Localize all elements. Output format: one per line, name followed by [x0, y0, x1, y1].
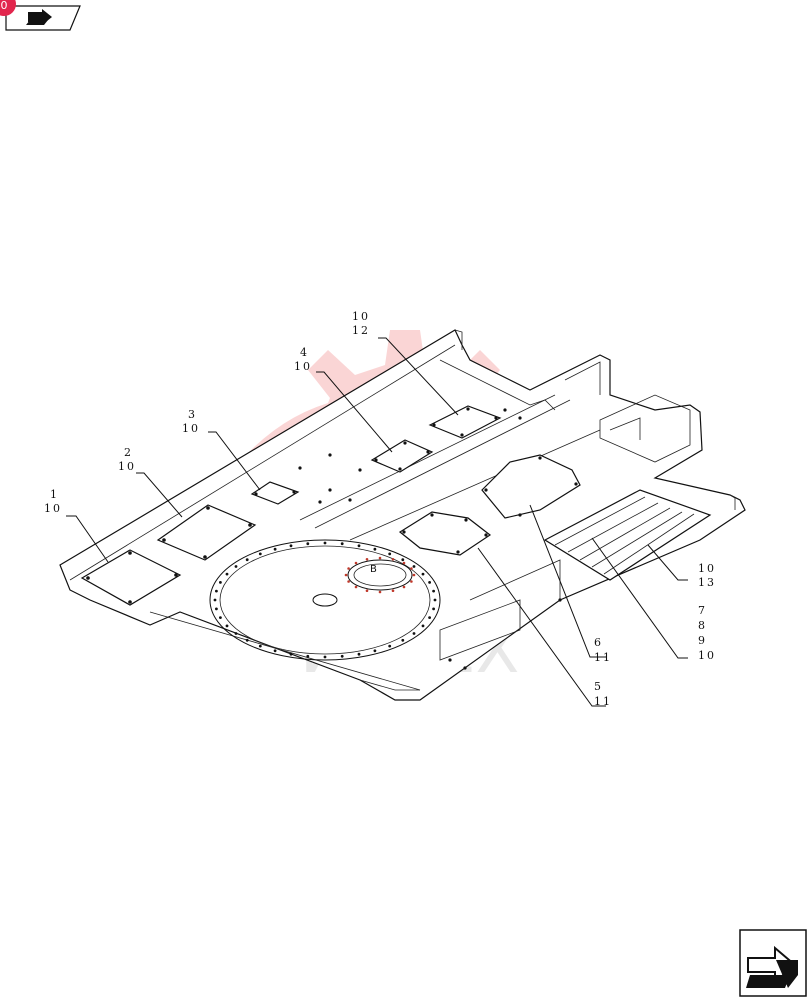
- ring-bolt: [219, 581, 222, 584]
- ring-bolt: [219, 616, 222, 619]
- ring-bolt: [225, 572, 229, 576]
- cover-plate-6: [481, 454, 581, 519]
- hatch-bolt: [410, 580, 413, 583]
- top-nav-tag[interactable]: [5, 5, 81, 31]
- hatch-bolt: [410, 567, 413, 570]
- hatch-label: B: [370, 564, 377, 575]
- arrow-next-page-icon: [746, 945, 798, 988]
- hatch-bolt: [347, 580, 350, 583]
- ring-bolt: [234, 565, 238, 568]
- hatch-bolt: [365, 589, 369, 592]
- ring-bolt: [373, 649, 377, 653]
- ring-bolt: [306, 542, 310, 546]
- cover-plate-4: [370, 439, 434, 473]
- ring-bolt: [357, 544, 361, 548]
- hatch-bolt: [354, 585, 358, 589]
- ring-bolt: [388, 644, 392, 648]
- hatch-bolt: [412, 573, 416, 577]
- hatch-bolt: [391, 558, 395, 561]
- ring-bolt: [421, 572, 425, 576]
- ring-bolt: [421, 624, 425, 628]
- ring-bolt: [245, 558, 249, 562]
- floor-plate-assembly: [59, 329, 746, 701]
- ring-bolt: [258, 644, 262, 648]
- ring-bolt: [273, 547, 277, 551]
- ring-bolt: [245, 638, 249, 642]
- hatch-bolt: [344, 573, 348, 577]
- cover-plate-2: [156, 504, 257, 561]
- cover-plate-5: [398, 511, 492, 556]
- arrow-right-icon: [26, 9, 52, 25]
- grating-panel: [543, 489, 712, 581]
- ring-bolt: [323, 655, 327, 659]
- hatch-bolt: [354, 561, 358, 565]
- next-page-button[interactable]: [739, 929, 807, 997]
- ring-bolt: [234, 632, 238, 635]
- cover-plate-1: [80, 549, 182, 606]
- ring-bolt: [213, 598, 217, 602]
- cover-plate-3: [250, 481, 300, 505]
- ring-bolt: [357, 652, 361, 656]
- hatch-bolt: [347, 567, 350, 570]
- hatch-bolt: [402, 585, 406, 589]
- ring-bolt: [258, 552, 262, 556]
- ring-bolt: [412, 632, 416, 635]
- ring-bolt: [340, 654, 344, 658]
- turntable-ring: B: [209, 539, 441, 661]
- ring-bolt: [428, 616, 431, 619]
- ring-bolt: [323, 541, 327, 545]
- ring-bolt: [289, 544, 293, 548]
- ring-bolt: [401, 558, 405, 562]
- ring-bolt: [432, 589, 435, 593]
- ring-bolt: [388, 552, 392, 556]
- ring-bolt: [289, 652, 293, 656]
- hatch-bolt: [365, 558, 369, 561]
- ring-bolt: [428, 581, 431, 584]
- ring-bolt: [412, 565, 416, 568]
- ring-bolt: [373, 547, 377, 551]
- page-badge-text: 0: [1, 0, 8, 12]
- leader-lines: [66, 337, 688, 707]
- ring-bolt: [225, 624, 229, 628]
- page-badge: 0: [0, 0, 16, 16]
- ring-bolts: [213, 541, 437, 659]
- ring-bolt: [273, 649, 277, 653]
- hatch-bolt: [402, 561, 406, 565]
- hatch-bolt: [391, 589, 395, 592]
- hatch-bolt: [378, 556, 382, 560]
- cover-plate-12: [428, 405, 502, 439]
- ring-bolt: [433, 598, 437, 602]
- hatch-bolt: [378, 590, 382, 594]
- ring-bolt: [432, 607, 435, 611]
- ring-bolt: [401, 638, 405, 642]
- ring-bolt: [215, 607, 218, 611]
- ring-bolt: [215, 589, 218, 593]
- ring-bolt: [340, 542, 344, 546]
- ring-bolt: [306, 654, 310, 658]
